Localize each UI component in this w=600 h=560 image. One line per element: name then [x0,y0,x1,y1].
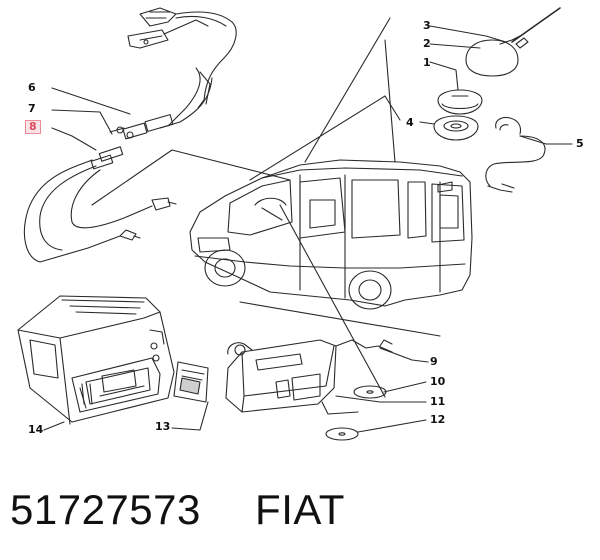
callout-1: 1 [423,56,431,69]
callout-7: 7 [28,102,36,115]
roof-antenna [433,7,561,193]
cd-module [225,339,393,441]
callout-13: 13 [155,420,171,433]
callout-11: 11 [430,395,446,408]
callout-4: 4 [406,116,414,129]
cable-harness [23,7,237,263]
part-number: 51727573 [10,486,201,533]
brand-name: FIAT [255,486,345,533]
van-illustration [189,159,473,310]
radio-unit [17,295,175,425]
callout-5: 5 [576,137,584,150]
manual-sheet [173,361,209,403]
callout-6: 6 [28,81,36,94]
callout-8-highlighted: 8 [25,120,41,134]
callout-10: 10 [430,375,446,388]
callout-14: 14 [28,423,44,436]
callout-9: 9 [430,355,438,368]
parts-diagram [17,7,573,441]
callout-2: 2 [423,37,431,50]
part-caption: 51727573 FIAT [10,486,345,546]
callout-3: 3 [423,19,431,32]
callout-12: 12 [430,413,446,426]
